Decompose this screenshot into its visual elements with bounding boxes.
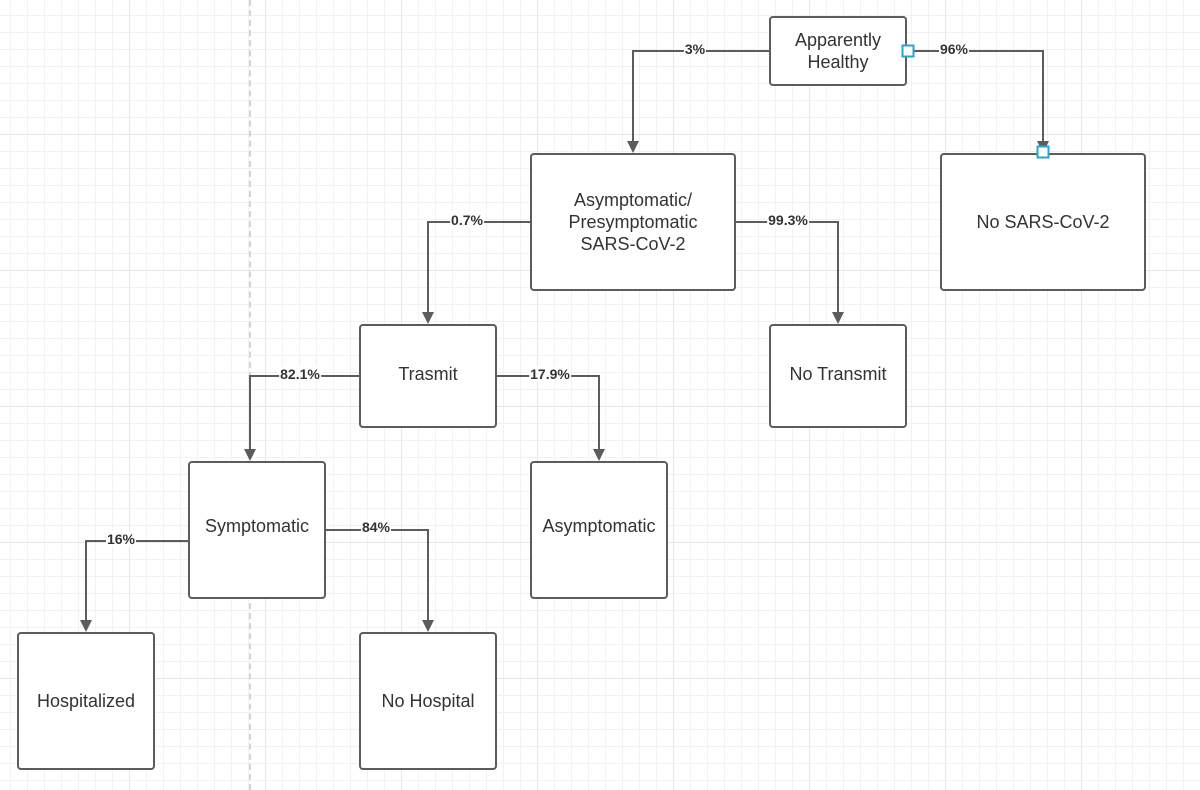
edge-label-asymptomatic-to-no-transmit[interactable]: 99.3%	[767, 212, 809, 228]
connector-symptomatic-to-no-hospital[interactable]	[326, 529, 434, 632]
node-no-hospital[interactable]: No Hospital	[359, 632, 497, 770]
edge-label-asymptomatic-to-trasmit[interactable]: 0.7%	[450, 212, 484, 228]
node-no-sars-cov-2[interactable]: No SARS-CoV-2	[940, 153, 1146, 291]
connector-trasmit-to-symptomatic[interactable]	[244, 375, 359, 461]
node-symptomatic[interactable]: Symptomatic	[188, 461, 326, 599]
node-hospitalized[interactable]: Hospitalized	[17, 632, 155, 770]
connector-trasmit-to-asymptomatic[interactable]	[497, 375, 605, 461]
edge-label-symptomatic-to-hospitalized[interactable]: 16%	[105, 531, 137, 547]
connector-healthy-to-asymptomatic[interactable]	[627, 50, 769, 153]
edge-label-trasmit-to-symptomatic[interactable]: 82.1%	[279, 366, 321, 382]
connector-start-handle[interactable]	[901, 44, 915, 58]
connector-symptomatic-to-hospitalized[interactable]	[80, 540, 188, 632]
node-label-no-hospital: No Hospital	[381, 691, 475, 711]
node-label-trasmit: Trasmit	[398, 364, 458, 384]
node-apparently-healthy[interactable]: Apparently Healthy	[769, 16, 907, 86]
connector-healthy-to-no-sars[interactable]	[907, 50, 1049, 153]
node-label-no-sars-cov-2: No SARS-CoV-2	[976, 212, 1110, 232]
node-label-asymptomatic: Asymptomatic	[542, 516, 656, 536]
node-trasmit[interactable]: Trasmit	[359, 324, 497, 428]
node-label-hospitalized: Hospitalized	[36, 691, 136, 711]
node-asymptomatic-presymptomatic[interactable]: Asymptomatic/ Presymptomatic SARS-CoV-2	[530, 153, 736, 291]
edge-label-healthy-to-asymptomatic[interactable]: 3%	[683, 41, 707, 57]
node-label-symptomatic: Symptomatic	[204, 516, 310, 536]
node-label-no-transmit: No Transmit	[789, 364, 887, 384]
connector-asymptomatic-to-no-transmit[interactable]	[736, 221, 844, 324]
node-label-asymptomatic-presymptomatic: Asymptomatic/ Presymptomatic SARS-CoV-2	[568, 190, 698, 254]
node-label-apparently-healthy: Apparently Healthy	[794, 30, 882, 72]
edge-label-symptomatic-to-no-hospital[interactable]: 84%	[360, 519, 392, 535]
connector-asymptomatic-to-trasmit[interactable]	[422, 221, 530, 324]
edge-label-healthy-to-no-sars[interactable]: 96%	[938, 41, 970, 57]
connector-end-handle[interactable]	[1036, 145, 1050, 159]
node-asymptomatic[interactable]: Asymptomatic	[530, 461, 668, 599]
node-no-transmit[interactable]: No Transmit	[769, 324, 907, 428]
edge-label-trasmit-to-asymptomatic[interactable]: 17.9%	[529, 366, 571, 382]
